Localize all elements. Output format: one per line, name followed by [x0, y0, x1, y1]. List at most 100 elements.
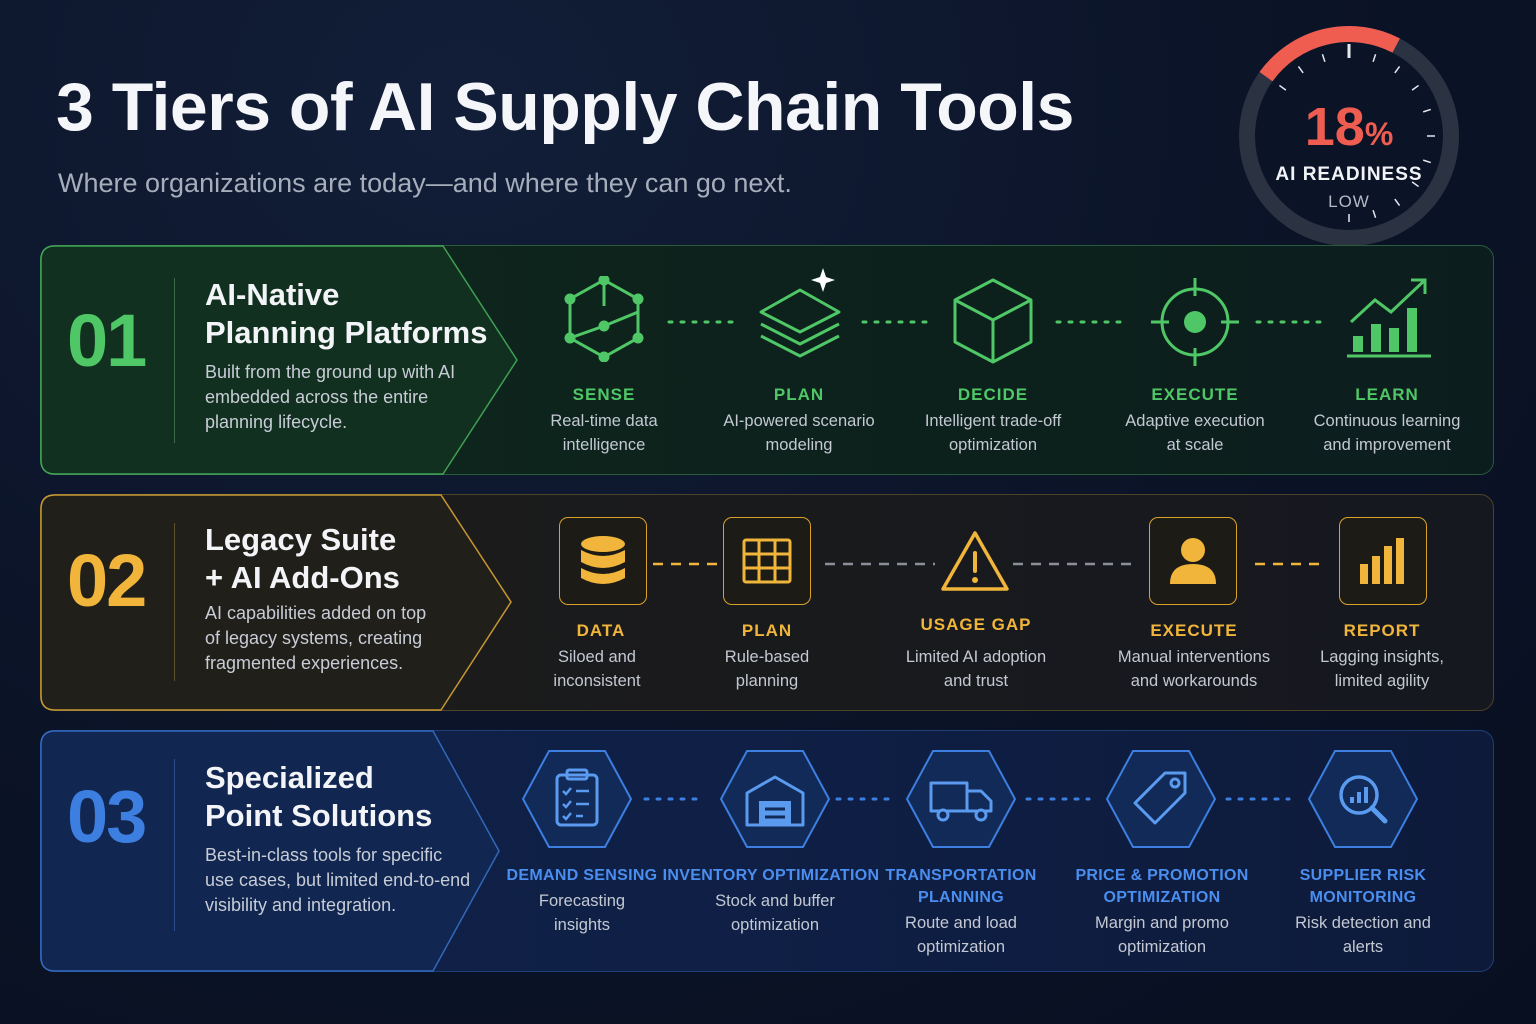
- step-label-inventory-optimization: INVENTORY OPTIMIZATION: [662, 867, 880, 884]
- connector-dots: [643, 797, 705, 801]
- tier-3-number: 03: [67, 775, 147, 858]
- tier-1-title: AI-Native Planning Platforms: [205, 277, 488, 350]
- tier-1-number: 01: [67, 299, 147, 382]
- gauge-number: 18: [1304, 97, 1365, 157]
- connector-dots: [835, 797, 897, 801]
- gauge-value: 18%: [1237, 96, 1461, 158]
- step-label-sense: SENSE: [572, 385, 636, 404]
- plan-tile: [723, 517, 811, 605]
- gauge-level: LOW: [1328, 192, 1370, 211]
- tier-1-arrow-panel: [40, 245, 518, 475]
- step-label-report: REPORT: [1343, 621, 1421, 640]
- step-label-decide: DECIDE: [957, 385, 1029, 404]
- tier-2-description: AI capabilities added on top of legacy s…: [205, 603, 427, 673]
- tier-3-description: Best-in-class tools for specific use cas…: [205, 845, 471, 915]
- cube-icon: [953, 278, 1033, 364]
- step-label-plan: PLAN: [741, 621, 793, 640]
- gauge-tick: [1411, 181, 1420, 188]
- connector-dots: [1225, 797, 1291, 801]
- warehouse-icon: [719, 750, 831, 848]
- connector-dots: [1255, 320, 1331, 324]
- step-desc-report: Lagging insights,limited agility: [1320, 648, 1444, 690]
- network-cube-icon: [564, 276, 644, 362]
- connector-dashes: [1255, 562, 1319, 566]
- layers-sparkle-icon: [759, 268, 841, 358]
- gauge-tick: [1422, 108, 1432, 113]
- bar-chart-icon: [1360, 538, 1404, 584]
- step-label-data: DATA: [576, 621, 626, 640]
- connector-dots: [1025, 797, 1091, 801]
- gauge-ticks: [1278, 44, 1435, 222]
- grid-icon: [742, 538, 792, 584]
- connector-dashes: [653, 562, 717, 566]
- tier-3-title: Specialized Point Solutions: [205, 760, 433, 833]
- tier-3-divider: [174, 759, 175, 931]
- gauge-tick: [1321, 53, 1326, 63]
- gauge-tick: [1394, 198, 1401, 207]
- tier-2-divider: [174, 523, 175, 681]
- step-label-execute: EXECUTE: [1150, 621, 1238, 640]
- step-label-execute: EXECUTE: [1151, 385, 1239, 404]
- target-icon: [1151, 278, 1239, 366]
- tier-2-number: 02: [67, 539, 147, 622]
- tier-1-card: 01 AI-Native Planning Platforms Built fr…: [40, 245, 1494, 475]
- clipboard-icon: [521, 750, 633, 848]
- step-label-demand-sensing: DEMAND SENSING: [506, 867, 658, 884]
- truck-icon: [905, 750, 1017, 848]
- connector-dashes: [825, 562, 935, 566]
- growth-chart-icon: [1347, 278, 1431, 358]
- connector-dashes: [1013, 562, 1131, 566]
- gauge-tick: [1372, 209, 1377, 219]
- gauge-label: AI READINESS: [1275, 164, 1423, 185]
- gauge-tick: [1411, 84, 1420, 91]
- readiness-gauge: 18% AI READINESS LOW: [1237, 24, 1461, 248]
- gauge-ring: [1239, 26, 1459, 246]
- gauge-tick: [1394, 65, 1401, 74]
- execute-tile: [1149, 517, 1237, 605]
- report-tile: [1339, 517, 1427, 605]
- connector-dots: [1055, 320, 1131, 324]
- database-icon: [581, 536, 625, 584]
- tier-2-card: 02 Legacy Suite + AI Add-Ons AI capabili…: [40, 494, 1494, 711]
- data-tile: [559, 517, 647, 605]
- person-icon: [1170, 538, 1216, 584]
- step-label-learn: LEARN: [1355, 385, 1419, 404]
- tier-3-card: 03 Specialized Point Solutions Best-in-c…: [40, 730, 1494, 972]
- step-label-plan: PLAN: [773, 385, 825, 404]
- gauge-tick: [1278, 84, 1287, 91]
- step-label-usage-gap: USAGE GAP: [920, 615, 1032, 634]
- connector-dots: [667, 320, 737, 324]
- tier-2-arrow-panel: [40, 494, 512, 711]
- page-subtitle: Where organizations are today—and where …: [58, 168, 792, 198]
- warning-icon: [941, 531, 1009, 591]
- page-title: 3 Tiers of AI Supply Chain Tools: [56, 69, 1074, 145]
- gauge-unit: %: [1364, 116, 1394, 152]
- tier-1-description: Built from the ground up with AI embedde…: [205, 362, 456, 432]
- magnifier-chart-icon: [1307, 750, 1419, 848]
- gauge-tick: [1422, 159, 1432, 164]
- gauge-fill-arc: [1259, 26, 1400, 82]
- connector-dots: [861, 320, 931, 324]
- gauge-tick: [1297, 65, 1304, 74]
- tier-3-arrow-panel: [40, 730, 500, 972]
- price-tag-icon: [1105, 750, 1217, 848]
- tier-1-divider: [174, 278, 175, 443]
- gauge-tick: [1372, 53, 1377, 63]
